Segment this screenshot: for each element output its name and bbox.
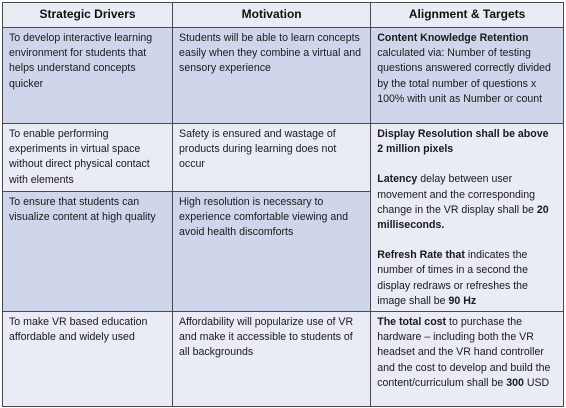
driver-cell: To ensure that students can visualize co… — [1, 190, 174, 313]
target-value: 90 Hz — [448, 294, 477, 307]
motivation-cell: High resolution is necessary to experien… — [172, 190, 372, 313]
header-alignment-targets: Alignment & Targets — [370, 2, 564, 28]
table-row: To ensure that students can visualize co… — [1, 190, 564, 313]
driver-cell: To make VR based education affordable an… — [1, 311, 174, 408]
target-value: 20 milliseconds. — [377, 203, 549, 232]
table-row: To develop interactive learning environm… — [1, 27, 564, 124]
motivation-cell: Students will be able to learn concepts … — [172, 27, 372, 124]
header-strategic-drivers: Strategic Drivers — [1, 2, 174, 28]
driver-cell: To develop interactive learning environm… — [1, 27, 174, 124]
target-value: 300 — [506, 376, 524, 389]
table-row: To enable performing experiments in virt… — [1, 122, 564, 313]
target-text: calculated via: Number of testing questi… — [377, 47, 551, 105]
target-unit: USD — [526, 376, 550, 389]
target-text: indicates the number of times in a secon… — [377, 249, 528, 307]
target-text: delay between user movement and the corr… — [377, 173, 536, 216]
target-text: to purchase the hardware – including bot… — [377, 316, 551, 389]
header-row: Strategic Drivers Motivation Alignment &… — [1, 2, 564, 28]
driver-cell: To enable performing experiments in virt… — [1, 123, 174, 192]
target-term: The total cost — [377, 316, 447, 329]
target-term: Content Knowledge Retention — [377, 32, 529, 44]
target-cell-cost: The total cost to purchase the hardware … — [370, 311, 564, 408]
target-term: Latency — [377, 173, 418, 186]
target-term: Refresh Rate that — [377, 249, 465, 262]
header-motivation: Motivation — [172, 2, 372, 28]
target-term: Display Resolution shall be above 2 mill… — [377, 128, 549, 156]
table-row: To make VR based education affordable an… — [1, 311, 564, 408]
motivation-cell: Safety is ensured and wastage of product… — [172, 123, 372, 192]
target-cell-knowledge: Content Knowledge Retention calculated v… — [370, 27, 564, 124]
motivation-cell: Affordability will popularize use of VR … — [172, 311, 372, 408]
target-cell-display: Display Resolution shall be above 2 mill… — [370, 122, 564, 313]
